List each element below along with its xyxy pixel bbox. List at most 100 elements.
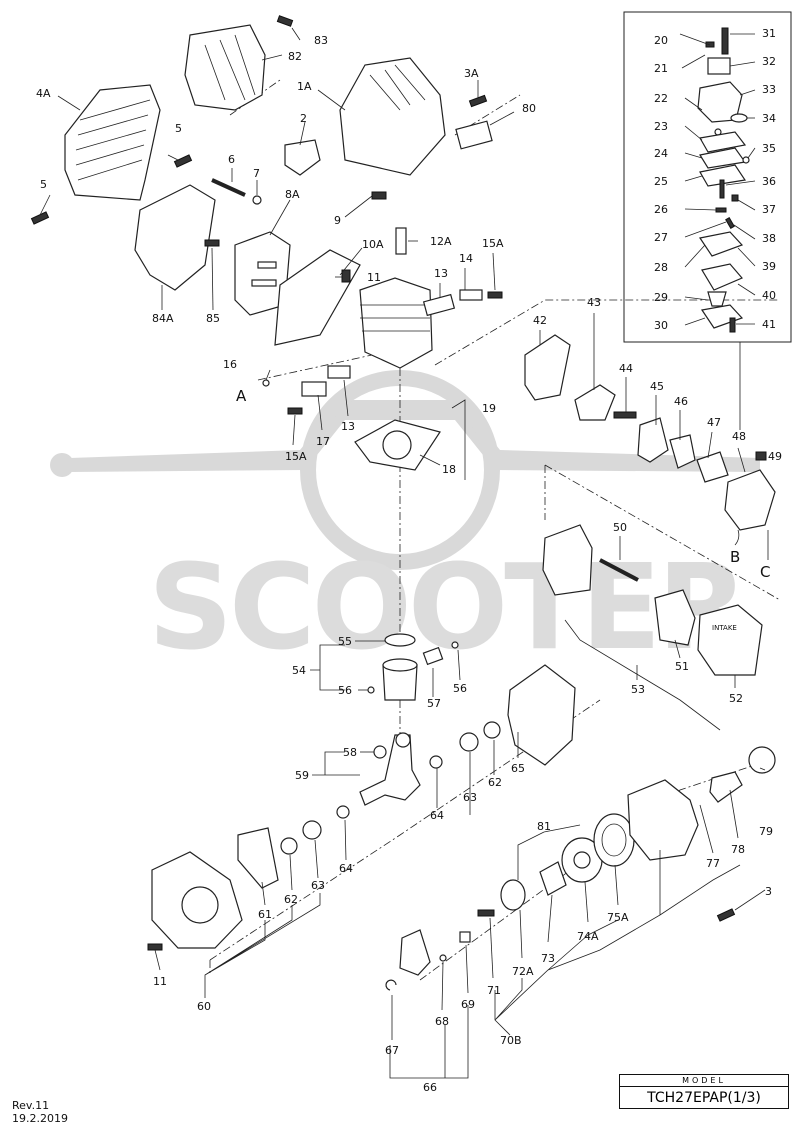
callout-82: 82: [288, 50, 302, 63]
callout-7: 7: [253, 167, 260, 180]
callout-59: 59: [295, 769, 309, 782]
connector-b: B: [730, 548, 740, 566]
callout-26: 26: [654, 203, 668, 216]
cylinder-cover: [339, 57, 446, 176]
callout-60: 60: [197, 1000, 211, 1013]
callout-45: 45: [650, 380, 664, 393]
callout-2: 2: [300, 112, 307, 125]
model-caption: MODEL: [620, 1075, 788, 1087]
callout-49: 49: [768, 450, 782, 463]
callout-labels: 83 82 4A 5 5 6 7 8A 84A 85 1A 2 3A 80 9 …: [36, 27, 782, 1094]
callout-70B: 70B: [500, 1034, 522, 1047]
callout-74A: 74A: [577, 930, 599, 943]
callout-64-bottom: 64: [339, 862, 353, 875]
callout-16: 16: [223, 358, 237, 371]
top-cover: [184, 24, 266, 111]
callout-64-top: 64: [430, 809, 444, 822]
callout-17: 17: [316, 435, 330, 448]
callout-25: 25: [654, 175, 668, 188]
callout-65: 65: [511, 762, 525, 775]
air-cleaner-base: [542, 524, 593, 596]
model-name: TCH27EPAP(1/3): [647, 1090, 761, 1106]
callout-5b: 5: [40, 178, 47, 191]
callout-48: 48: [732, 430, 746, 443]
callout-78: 78: [731, 843, 745, 856]
callout-33: 33: [762, 83, 776, 96]
callout-69: 69: [461, 998, 475, 1011]
spark-plug: [395, 227, 407, 255]
callout-61: 61: [258, 908, 272, 921]
muffler-gasket: [274, 249, 361, 346]
callout-53: 53: [631, 683, 645, 696]
cylinder: [359, 277, 433, 369]
callout-84A: 84A: [152, 312, 174, 325]
callout-55: 55: [338, 635, 352, 648]
model-box: MODEL TCH27EPAP(1/3): [619, 1074, 789, 1109]
callout-63-top: 63: [463, 791, 477, 804]
callout-34: 34: [762, 112, 776, 125]
callout-11-bottom: 11: [153, 975, 167, 988]
callout-15A-bottom: 15A: [285, 450, 307, 463]
callout-80: 80: [522, 102, 536, 115]
callout-46: 46: [674, 395, 688, 408]
callout-3A: 3A: [464, 67, 479, 80]
callout-27: 27: [654, 231, 668, 244]
callout-41: 41: [762, 318, 776, 331]
callout-13-top: 13: [434, 267, 448, 280]
svg-text:INTAKE: INTAKE: [712, 624, 737, 632]
callout-52: 52: [729, 692, 743, 705]
callout-72A: 72A: [512, 965, 534, 978]
starter-label: [748, 746, 776, 774]
recoil-spring: [593, 813, 635, 867]
callout-14: 14: [459, 252, 473, 265]
connector-c: C: [760, 563, 770, 581]
callout-12A: 12A: [430, 235, 452, 248]
callout-5a: 5: [175, 122, 182, 135]
air-cleaner-cover: [697, 604, 763, 676]
fan-housing: [64, 84, 161, 201]
callout-10A: 10A: [362, 238, 384, 251]
callout-21: 21: [654, 62, 668, 75]
watermark: SCOOTER: [50, 370, 760, 676]
callout-8A: 8A: [285, 188, 300, 201]
leader-lines: [39, 27, 769, 1079]
callout-35: 35: [762, 142, 776, 155]
callout-39: 39: [762, 260, 776, 273]
carburetor-detail-frame: [623, 11, 792, 343]
callout-68: 68: [435, 1015, 449, 1028]
connector-a: A: [236, 387, 247, 405]
starter-pulley-hub: [500, 879, 526, 911]
callout-9: 9: [334, 214, 341, 227]
callout-37: 37: [762, 203, 776, 216]
callout-56-right: 56: [453, 682, 467, 695]
callout-4A: 4A: [36, 87, 51, 100]
callout-54: 54: [292, 664, 306, 677]
callout-75A: 75A: [607, 911, 629, 924]
watermark-brand: SCOOTER: [148, 538, 746, 676]
callout-20: 20: [654, 34, 668, 47]
callout-62-bottom: 62: [284, 893, 298, 906]
callout-62-top: 62: [488, 776, 502, 789]
crankshaft: [359, 734, 421, 806]
revision-date: 19.2.2019: [12, 1112, 68, 1125]
callout-67: 67: [385, 1044, 399, 1057]
starter-pawl-plate: [399, 929, 431, 976]
callout-31: 31: [762, 27, 776, 40]
callout-50: 50: [613, 521, 627, 534]
lower-cover: [134, 184, 216, 291]
callout-30: 30: [654, 319, 668, 332]
callout-29: 29: [654, 291, 668, 304]
callout-66: 66: [423, 1081, 437, 1094]
carburetor: [724, 469, 776, 531]
cover-plate: [284, 139, 321, 176]
callout-15A-top: 15A: [482, 237, 504, 250]
piston-ring: [384, 633, 416, 647]
callout-47: 47: [707, 416, 721, 429]
starter-handle: [709, 771, 743, 803]
starter-spring: [539, 861, 567, 896]
callout-23: 23: [654, 120, 668, 133]
callout-6: 6: [228, 153, 235, 166]
callout-43: 43: [587, 296, 601, 309]
callout-11-top: 11: [367, 271, 381, 284]
